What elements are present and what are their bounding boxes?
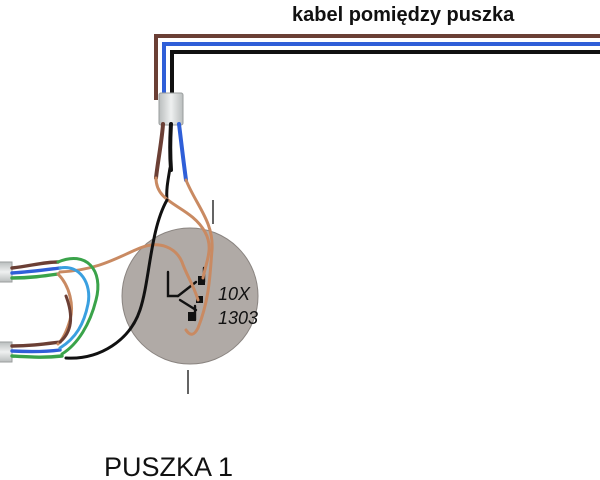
connector-upper-cores [10, 260, 62, 280]
core-blue [177, 122, 188, 182]
connector-lower-cores [10, 340, 64, 359]
lower-core-blue [10, 348, 62, 354]
cable-connector-sleeve [158, 92, 184, 126]
jumper-brown [58, 294, 72, 344]
box-title: PUSZKA 1 [104, 452, 233, 480]
inter-box-cable [154, 34, 600, 100]
upper-core-blue [10, 266, 62, 275]
jumper-loops [56, 256, 100, 356]
upper-core-green [10, 272, 60, 280]
terminal-bottom [188, 312, 195, 321]
cable-wire-brown [154, 34, 600, 100]
black-wire-switch [64, 198, 169, 360]
symbol-l-shape [166, 270, 180, 298]
switch-marking-line2: 1303 [218, 308, 258, 328]
core-brown [154, 122, 165, 180]
cable-wire-blue [162, 42, 600, 100]
copper-wire-3 [58, 243, 200, 302]
copper-wire-1 [154, 176, 211, 280]
switch-marking-line1: 10X [218, 284, 251, 304]
terminal-top [198, 276, 205, 285]
lower-core-green [10, 354, 64, 359]
core-black-tail [165, 166, 172, 202]
core-black-top [168, 122, 173, 172]
switch: 10X 1303 [121, 200, 259, 394]
jumper-blue [58, 266, 91, 350]
jumper-green [56, 256, 100, 356]
switch-wiring [58, 176, 214, 360]
lower-core-brown [10, 340, 62, 348]
cable-cores [154, 122, 188, 202]
copper-wire-2 [184, 178, 214, 336]
upper-core-brown [10, 260, 60, 270]
cable-wire-black [170, 50, 600, 100]
connector-upper [0, 261, 13, 283]
symbol-contact-lower [178, 298, 198, 312]
supply-connectors [0, 256, 100, 363]
switch-body [121, 227, 259, 365]
connector-lower [0, 341, 13, 363]
cable-caption: kabel pomiędzy puszka [292, 4, 515, 26]
terminal-middle [196, 296, 203, 303]
